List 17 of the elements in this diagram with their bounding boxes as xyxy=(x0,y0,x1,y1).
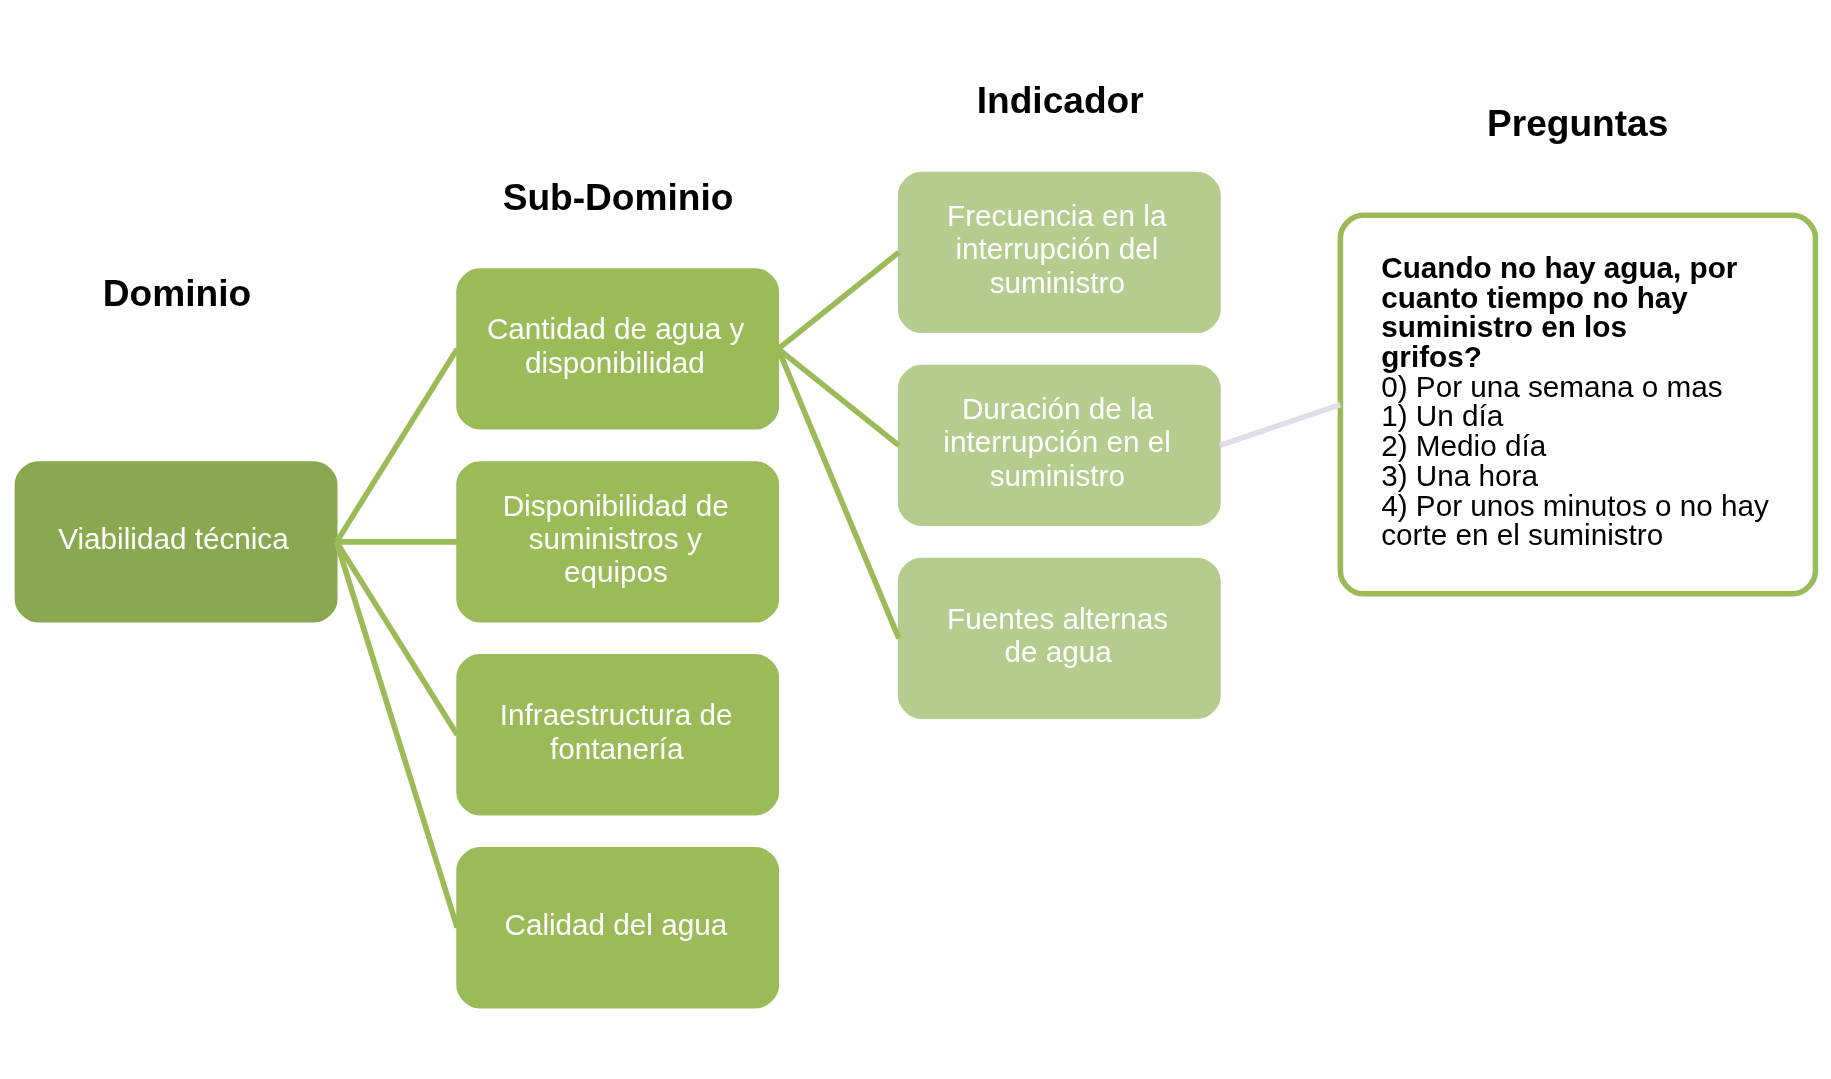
node-box: Duración de la interrupción en el suministro xyxy=(897,364,1221,526)
node-box: Calidad del agua xyxy=(456,846,780,1008)
connector xyxy=(333,540,460,929)
node-box: Frecuencia en la interrupción del suministro xyxy=(897,171,1221,333)
label: Indicador xyxy=(976,78,1144,121)
node-box: Cantidad de agua y disponibilidad xyxy=(456,267,780,430)
label: Preguntas xyxy=(1486,101,1669,144)
label: Dominio xyxy=(102,271,252,314)
label: Sub-Dominio xyxy=(502,175,734,218)
connector xyxy=(776,249,901,351)
connector xyxy=(1218,401,1342,448)
node-box: Viabilidad técnica xyxy=(14,460,338,623)
connector xyxy=(334,346,460,543)
node-box: Fuentes alternas de agua xyxy=(897,557,1221,719)
node-box: Infraestructura de fontanería xyxy=(456,653,780,816)
node-box: Cuando no hay agua, por cuanto tiempo no hay suministro en los grifos? 0) Por una semana o mas 1) Un día 2) Medio día 3) Una hora 4) Por unos minutos o no hay corte en el suministro xyxy=(1337,212,1819,597)
node-box: Disponibilidad de suministros y equipos xyxy=(456,460,780,623)
